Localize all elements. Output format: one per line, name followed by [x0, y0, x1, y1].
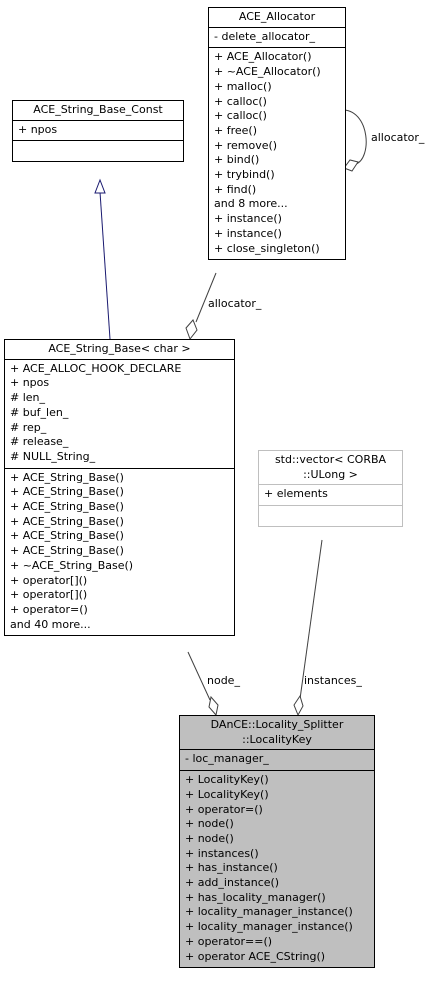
operation: + instance() — [214, 226, 282, 240]
operation: + close_singleton() — [214, 241, 320, 255]
class-name-line: ACE_String_Base< char > — [48, 342, 191, 355]
allocator-self-label: allocator_ — [371, 131, 425, 144]
operations-section: + LocalityKey()+ LocalityKey()+ operator… — [180, 771, 374, 967]
operation: + bind() — [214, 153, 260, 167]
operation: + trybind() — [214, 168, 275, 182]
operation: + has_instance() — [185, 861, 278, 875]
operation: + ~ACE_String_Base() — [10, 558, 134, 572]
operation: + LocalityKey() — [185, 787, 269, 801]
operation: + node() — [185, 831, 234, 845]
allocator-diamond — [185, 319, 198, 341]
allocator-self-diamond — [343, 159, 359, 172]
node-diamond — [208, 695, 219, 717]
operation: + malloc() — [214, 79, 272, 93]
instances-edge — [299, 539, 323, 700]
operations-section — [259, 506, 402, 526]
operation: + locality_manager_instance() — [185, 905, 353, 919]
operation: + operator=() — [10, 602, 88, 616]
attribute: + npos — [18, 122, 58, 136]
attributes-section: + ACE_ALLOC_HOOK_DECLARE+ npos# len_# bu… — [5, 360, 234, 469]
operation: + ACE_String_Base() — [10, 500, 124, 514]
attribute: # release_ — [10, 435, 69, 449]
operation: and 8 more... — [214, 197, 288, 211]
instances-edge-label: instances_ — [304, 674, 362, 687]
operation: + ACE_String_Base() — [10, 529, 124, 543]
operations-section: + ACE_Allocator()+ ~ACE_Allocator()+ mal… — [209, 48, 345, 259]
class-name-line: DAnCE::Locality_Splitter — [210, 718, 344, 731]
operation: + calloc() — [214, 109, 267, 123]
attributes-section: - loc_manager_ — [180, 750, 374, 772]
operation: + add_instance() — [185, 876, 280, 890]
attribute: - delete_allocator_ — [214, 29, 316, 43]
operation: + ACE_Allocator() — [214, 50, 312, 64]
allocator-edge-label: allocator_ — [208, 297, 262, 310]
operation: + ~ACE_Allocator() — [214, 65, 321, 79]
operation: + find() — [214, 182, 257, 196]
attributes-section: + elements — [259, 485, 402, 507]
class-name: ACE_String_Base< char > — [5, 340, 234, 360]
class-name-line: ::ULong > — [303, 467, 358, 481]
operation: + operator[]() — [10, 573, 88, 587]
ace-string-base-char-box[interactable]: ACE_String_Base< char > + ACE_ALLOC_HOOK_… — [4, 339, 235, 637]
class-name: ACE_String_Base_Const — [13, 101, 183, 121]
operation: + operator==() — [185, 934, 273, 948]
attribute: + elements — [264, 487, 328, 501]
operation: + operator=() — [185, 802, 263, 816]
operation: + instances() — [185, 846, 259, 860]
attribute: # NULL_String_ — [10, 449, 96, 463]
class-name-line: std::vector< CORBA — [274, 453, 387, 466]
ace-allocator-box[interactable]: ACE_Allocator - delete_allocator_ + ACE_Al… — [208, 7, 346, 261]
class-name: std::vector< CORBA::ULong > — [259, 451, 402, 486]
operation: + calloc() — [214, 94, 267, 108]
inheritance-arrowhead — [94, 178, 106, 194]
attribute: # buf_len_ — [10, 405, 69, 419]
node-edge — [187, 651, 211, 701]
operation: + operator[]() — [10, 588, 88, 602]
class-name-line: ACE_String_Base_Const — [33, 103, 163, 116]
class-name: ACE_Allocator — [209, 8, 345, 28]
class-name-line: ACE_Allocator — [238, 10, 316, 23]
operation: + locality_manager_instance() — [185, 920, 353, 934]
operation: and 40 more... — [10, 617, 91, 631]
locality-key-box[interactable]: DAnCE::Locality_Splitter::LocalityKey- l… — [179, 715, 375, 969]
instances-diamond — [293, 694, 304, 717]
std-vector-corba-ulong-box[interactable]: std::vector< CORBA::ULong >+ elements — [258, 450, 403, 528]
operation: + ACE_String_Base() — [10, 514, 124, 528]
attribute: + npos — [10, 376, 50, 390]
ace-string-base-const-box[interactable]: ACE_String_Base_Const + npos — [12, 100, 184, 163]
attribute: - loc_manager_ — [185, 752, 269, 766]
attributes-section: + npos — [13, 121, 183, 142]
attribute: # len_ — [10, 391, 46, 405]
attribute: # rep_ — [10, 420, 47, 434]
class-name-line: ::LocalityKey — [242, 732, 312, 746]
operations-section — [13, 141, 183, 161]
operation: + ACE_String_Base() — [10, 485, 124, 499]
operation: + LocalityKey() — [185, 773, 269, 787]
operation: + ACE_String_Base() — [10, 544, 124, 558]
operation: + remove() — [214, 138, 278, 152]
operation: + node() — [185, 817, 234, 831]
attributes-section: - delete_allocator_ — [209, 28, 345, 49]
class-name: DAnCE::Locality_Splitter::LocalityKey — [180, 716, 374, 751]
operation: + operator ACE_CString() — [185, 949, 326, 963]
node-edge-label: node_ — [207, 674, 240, 687]
operation: + free() — [214, 123, 257, 137]
inheritance-edge — [99, 191, 111, 340]
allocator-self-loop — [343, 109, 367, 165]
operations-section: + ACE_String_Base()+ ACE_String_Base()+ … — [5, 469, 234, 636]
operation: + ACE_String_Base() — [10, 470, 124, 484]
allocator-edge — [195, 272, 217, 323]
operation: + has_locality_manager() — [185, 890, 326, 904]
attribute: + ACE_ALLOC_HOOK_DECLARE — [10, 361, 182, 375]
operation: + instance() — [214, 212, 282, 226]
